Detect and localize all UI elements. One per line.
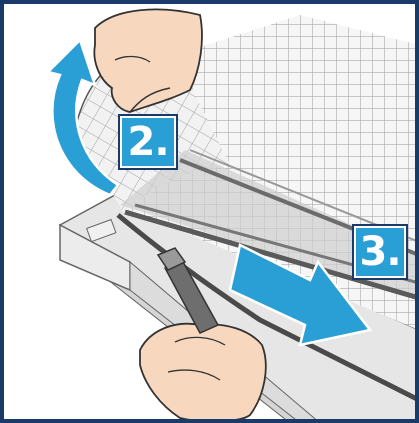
step-2-badge: 2. — [120, 116, 176, 168]
step-3-badge: 3. — [354, 226, 406, 278]
